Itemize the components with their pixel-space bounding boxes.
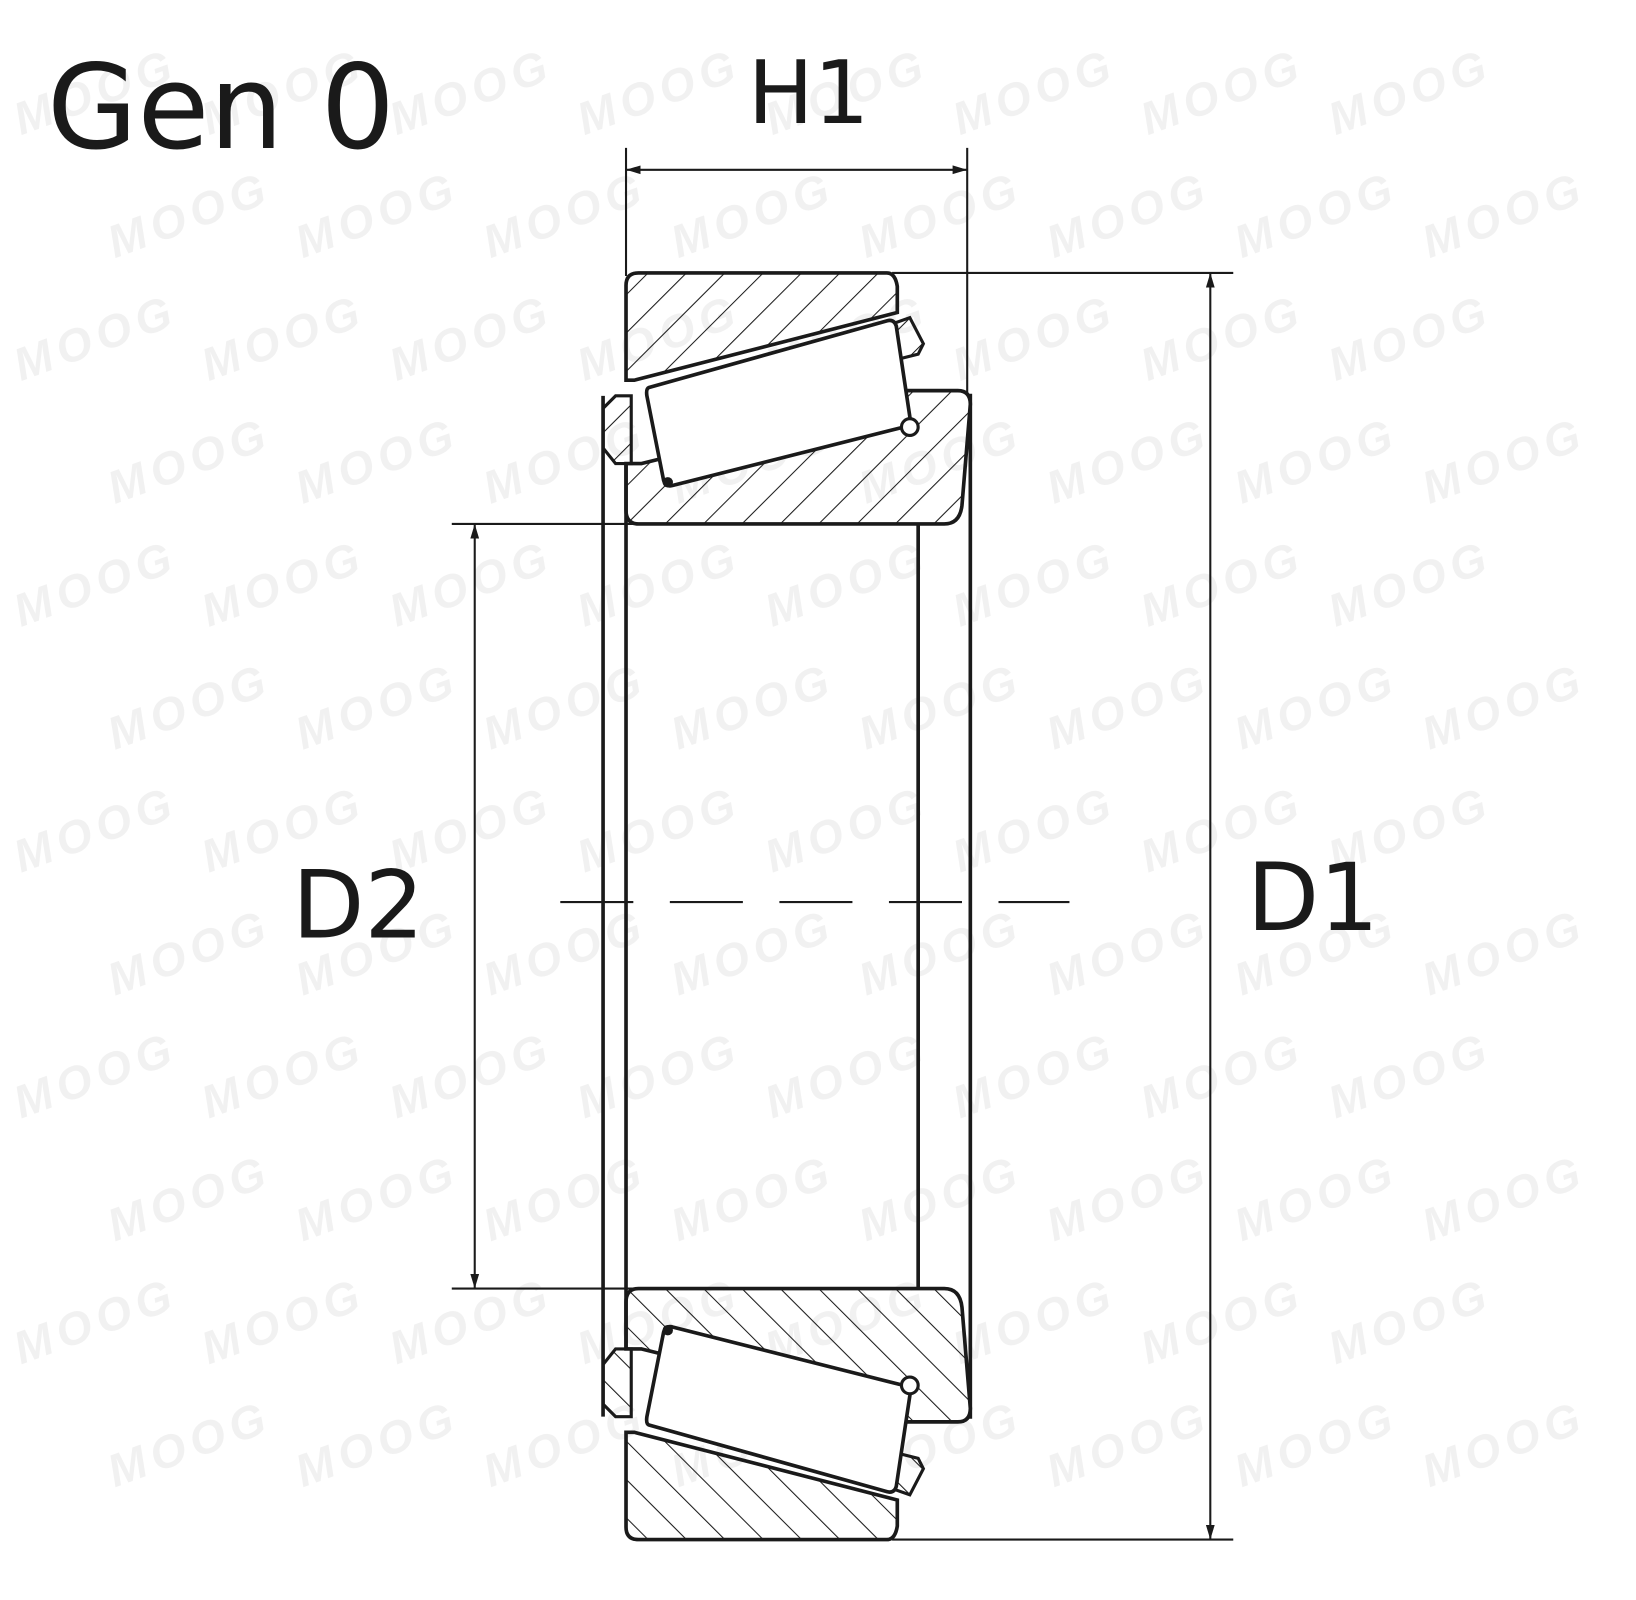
watermark-text: MOOG: [1415, 652, 1593, 759]
watermark-text: MOOG: [1227, 1390, 1405, 1497]
dimension-d2: D2: [292, 522, 919, 1290]
watermark-text: MOOG: [1227, 1144, 1405, 1251]
watermark-text: MOOG: [1321, 284, 1499, 391]
d1-label: D1: [1247, 844, 1379, 953]
watermark-text: MOOG: [382, 284, 560, 391]
watermark-text: MOOG: [288, 652, 466, 759]
watermark-text: MOOG: [570, 775, 748, 882]
watermark-text: MOOG: [476, 161, 654, 268]
watermark-text: MOOG: [1321, 38, 1499, 145]
watermark-text: MOOG: [1415, 1390, 1593, 1497]
watermark-text: MOOG: [382, 1267, 560, 1374]
watermark-text: MOOG: [194, 529, 372, 636]
watermark-text: MOOG: [1039, 1390, 1217, 1497]
watermark-text: MOOG: [1039, 161, 1217, 268]
watermark-text: MOOG: [946, 1021, 1124, 1128]
watermark-text: MOOG: [664, 898, 842, 1005]
watermark-text: MOOG: [1039, 652, 1217, 759]
watermark-text: MOOG: [946, 529, 1124, 636]
watermark-text: MOOG: [1039, 407, 1217, 514]
watermark-text: MOOG: [100, 407, 278, 514]
watermark-text: MOOG: [946, 775, 1124, 882]
watermark-text: MOOG: [1415, 1144, 1593, 1251]
watermark-text: MOOG: [1321, 1267, 1499, 1374]
watermark-text: MOOG: [6, 1267, 184, 1374]
watermark-text: MOOG: [852, 652, 1030, 759]
watermark-text: MOOG: [194, 1267, 372, 1374]
watermark-text: MOOG: [570, 529, 748, 636]
watermark-text: MOOG: [1415, 161, 1593, 268]
watermark-text: MOOG: [100, 898, 278, 1005]
watermark-text: MOOG: [758, 775, 936, 882]
watermark-text: MOOG: [1415, 407, 1593, 514]
watermark-text: MOOG: [1133, 284, 1311, 391]
watermark-text: MOOG: [1321, 1021, 1499, 1128]
watermark-text: MOOG: [6, 1021, 184, 1128]
watermark-text: MOOG: [288, 161, 466, 268]
watermark-text: MOOG: [664, 652, 842, 759]
watermark-text: MOOG: [6, 775, 184, 882]
watermark-text: MOOG: [1415, 898, 1593, 1005]
watermark-text: MOOG: [1133, 1267, 1311, 1374]
watermark-text: MOOG: [382, 1021, 560, 1128]
watermark-text: MOOG: [1227, 407, 1405, 514]
bearing-section-top: [601, 271, 973, 526]
watermark-text: MOOG: [6, 284, 184, 391]
watermark-text: MOOG: [758, 1021, 936, 1128]
watermark-text: MOOG: [570, 1021, 748, 1128]
outer-ring: [624, 271, 900, 383]
watermark-text: MOOG: [1133, 529, 1311, 636]
watermark-text: MOOG: [194, 284, 372, 391]
watermark-text: MOOG: [382, 529, 560, 636]
watermark-text: MOOG: [946, 284, 1124, 391]
watermark-text: MOOG: [1227, 652, 1405, 759]
watermark-text: MOOG: [852, 898, 1030, 1005]
watermark-text: MOOG: [100, 652, 278, 759]
watermark-text: MOOG: [288, 1144, 466, 1251]
watermark-text: MOOG: [570, 38, 748, 145]
watermark-text: MOOG: [100, 1144, 278, 1251]
watermark-text: MOOG: [1321, 529, 1499, 636]
watermark-text: MOOG: [1133, 38, 1311, 145]
watermark-text: MOOG: [1039, 898, 1217, 1005]
watermark-text: MOOG: [1039, 1144, 1217, 1251]
watermark-text: MOOG: [664, 161, 842, 268]
bearing-section-bottom: [601, 1286, 973, 1542]
watermark-text: MOOG: [382, 38, 560, 145]
watermark-text: MOOG: [288, 407, 466, 514]
watermark-text: MOOG: [1133, 1021, 1311, 1128]
watermark-text: MOOG: [852, 161, 1030, 268]
watermark-text: MOOG: [1227, 161, 1405, 268]
watermark-text: MOOG: [946, 38, 1124, 145]
title: Gen 0: [47, 40, 395, 176]
watermark-text: MOOG: [946, 1267, 1124, 1374]
watermark-text: MOOG: [194, 1021, 372, 1128]
watermark-text: MOOG: [6, 529, 184, 636]
dimension-d1: D1: [892, 271, 1379, 1541]
bearing-body: [601, 393, 973, 1419]
watermark-text: MOOG: [758, 529, 936, 636]
watermark-text: MOOG: [664, 1144, 842, 1251]
watermark-text: MOOG: [100, 161, 278, 268]
cone-rib: [601, 394, 633, 466]
h1-label: H1: [748, 42, 870, 144]
dimension-h1: H1: [624, 42, 969, 394]
watermark-text: MOOG: [100, 1390, 278, 1497]
watermark-text: MOOG: [288, 1390, 466, 1497]
d2-label: D2: [292, 852, 424, 961]
watermark-text: MOOG: [852, 1144, 1030, 1251]
